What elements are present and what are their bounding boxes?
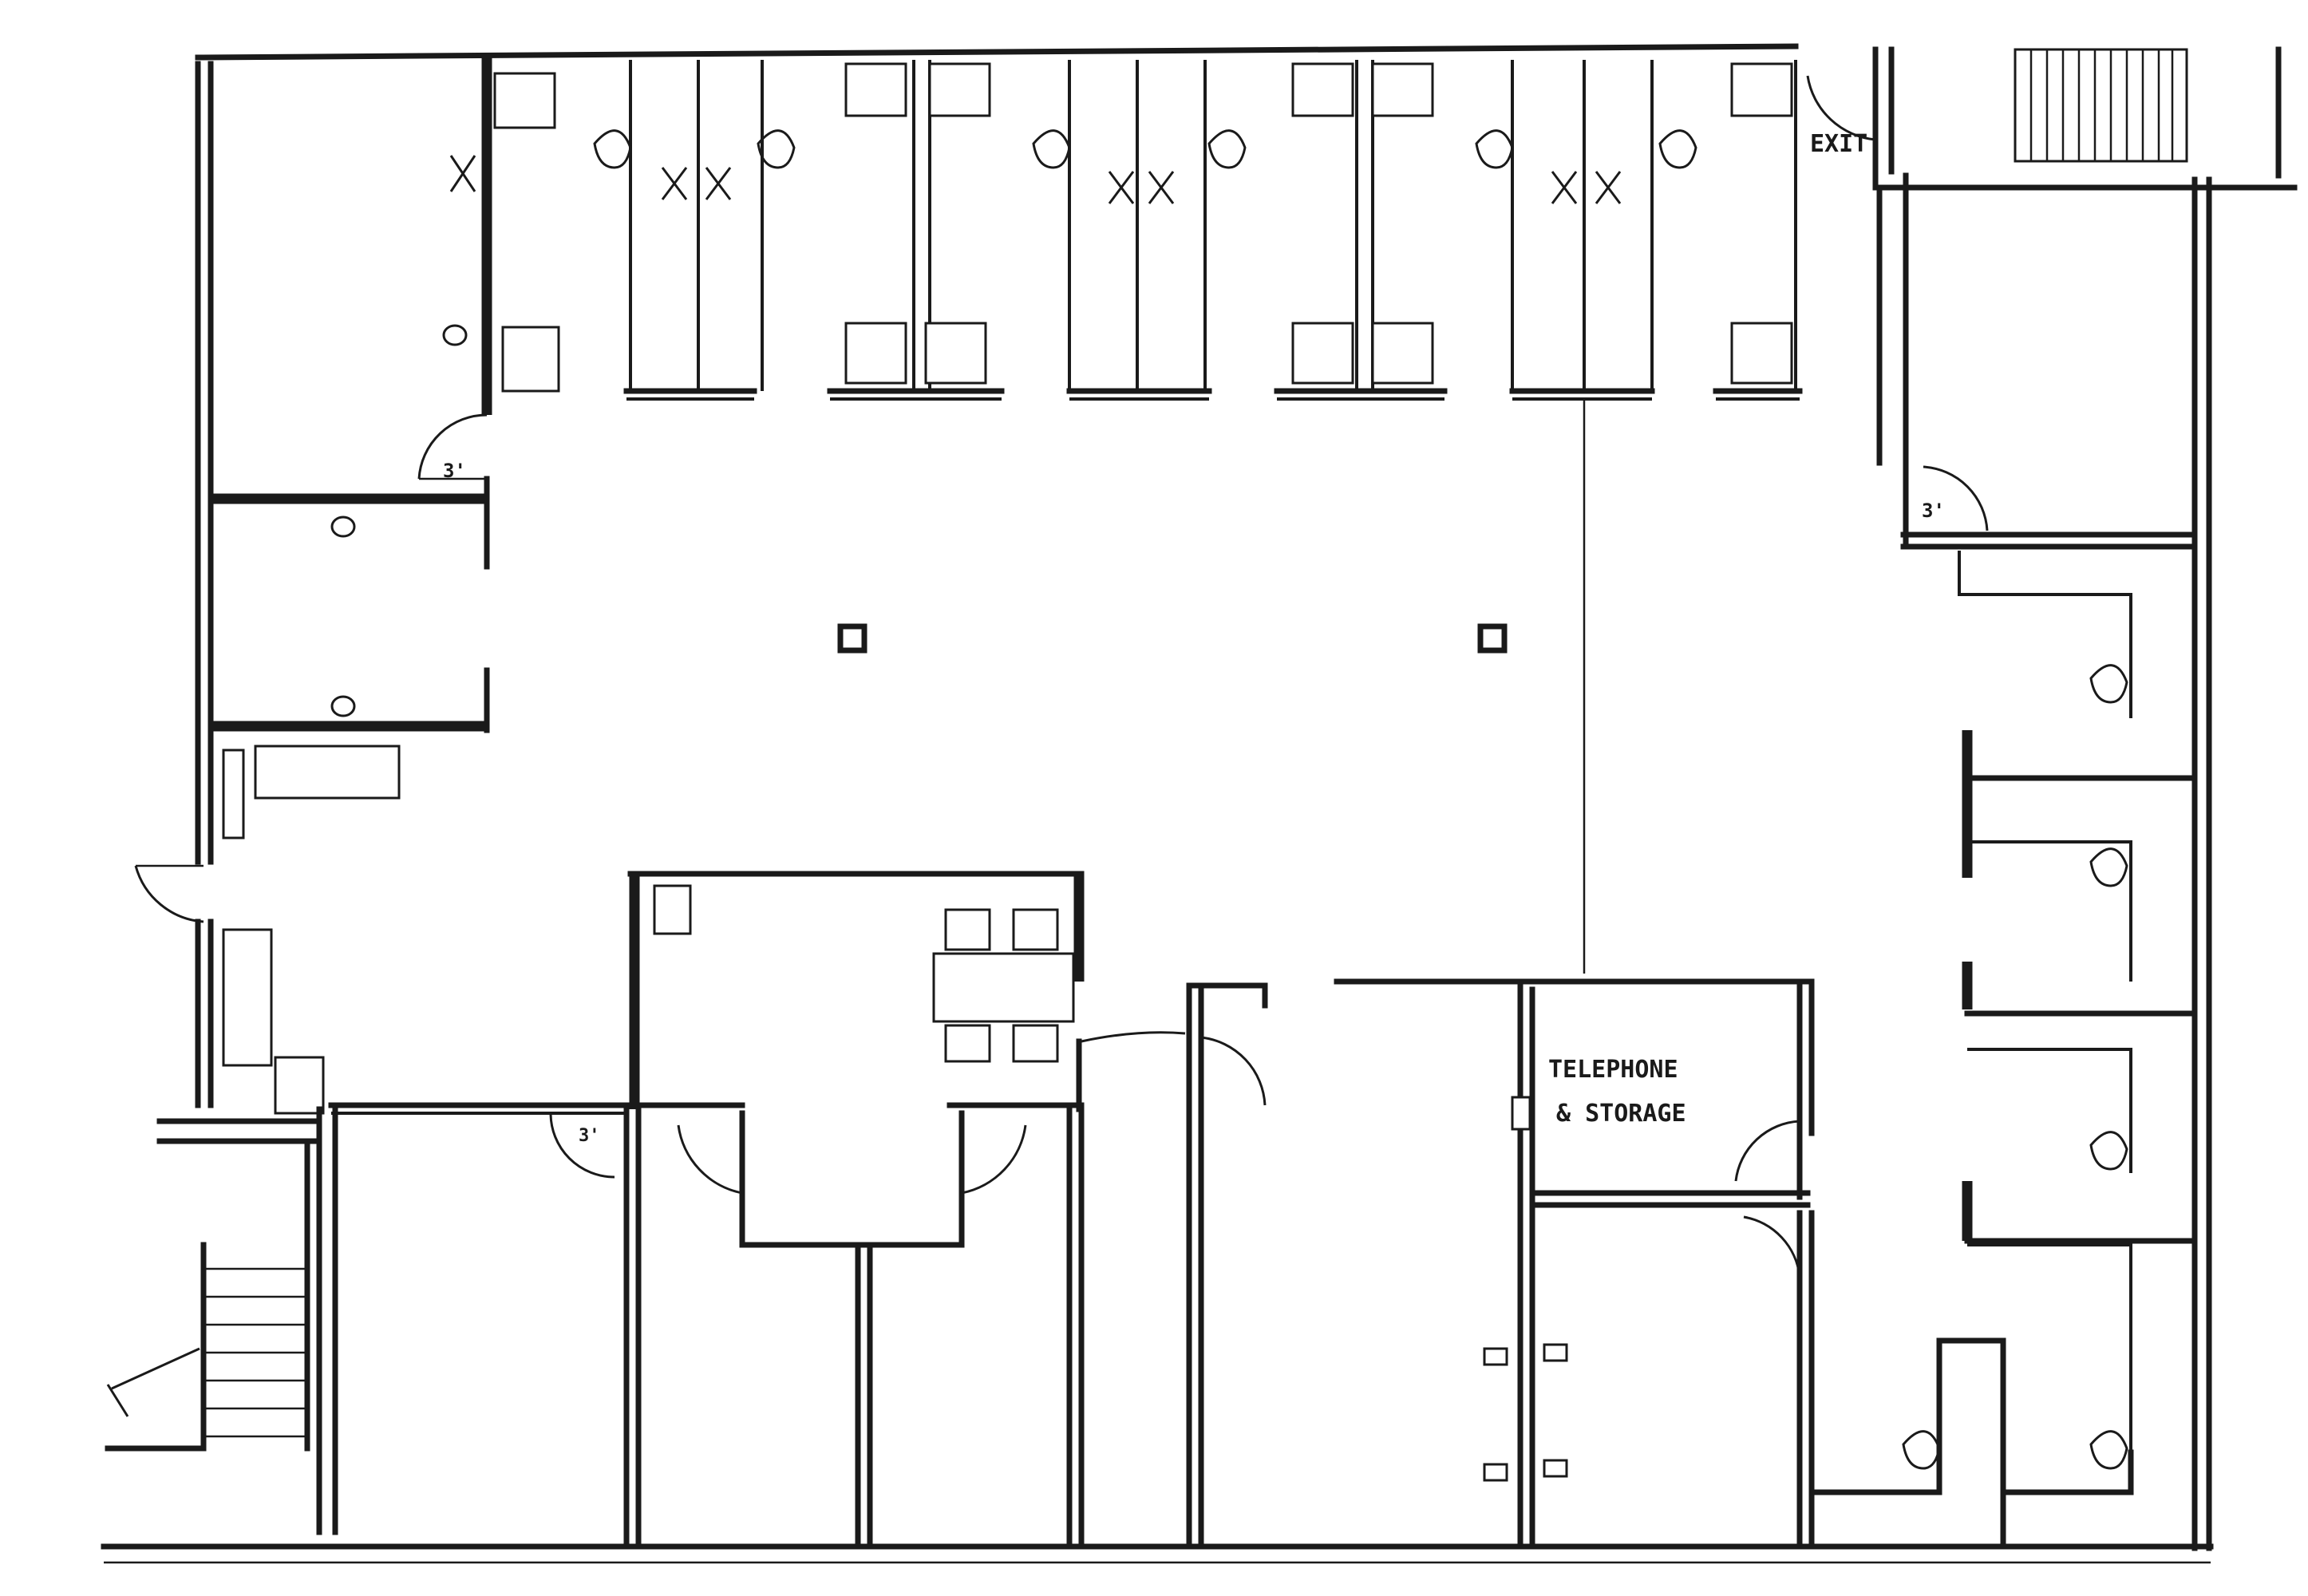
door-label-left: 3' (443, 460, 466, 482)
top-office-row: EXIT (593, 60, 1876, 974)
left-offices (134, 57, 560, 1115)
right-offices: 3' (1812, 465, 2198, 1547)
stair-lower-left (105, 1138, 310, 1452)
telephone-label: TELEPHONE (1548, 1056, 1678, 1084)
conference-room (328, 871, 1186, 1248)
door-label-bottom: 3' (579, 1126, 600, 1146)
stair-top-right (2014, 48, 2188, 163)
telephone-storage-room: TELEPHONE & STORAGE (1483, 978, 1815, 1547)
open-area-columns (837, 623, 1508, 654)
exterior-walls (101, 43, 2298, 1564)
door-label-right: 3' (1922, 500, 1945, 522)
storage-label: & STORAGE (1556, 1100, 1686, 1128)
exit-label: EXIT (1810, 130, 1867, 158)
lower-offices: 3' (316, 978, 1535, 1547)
